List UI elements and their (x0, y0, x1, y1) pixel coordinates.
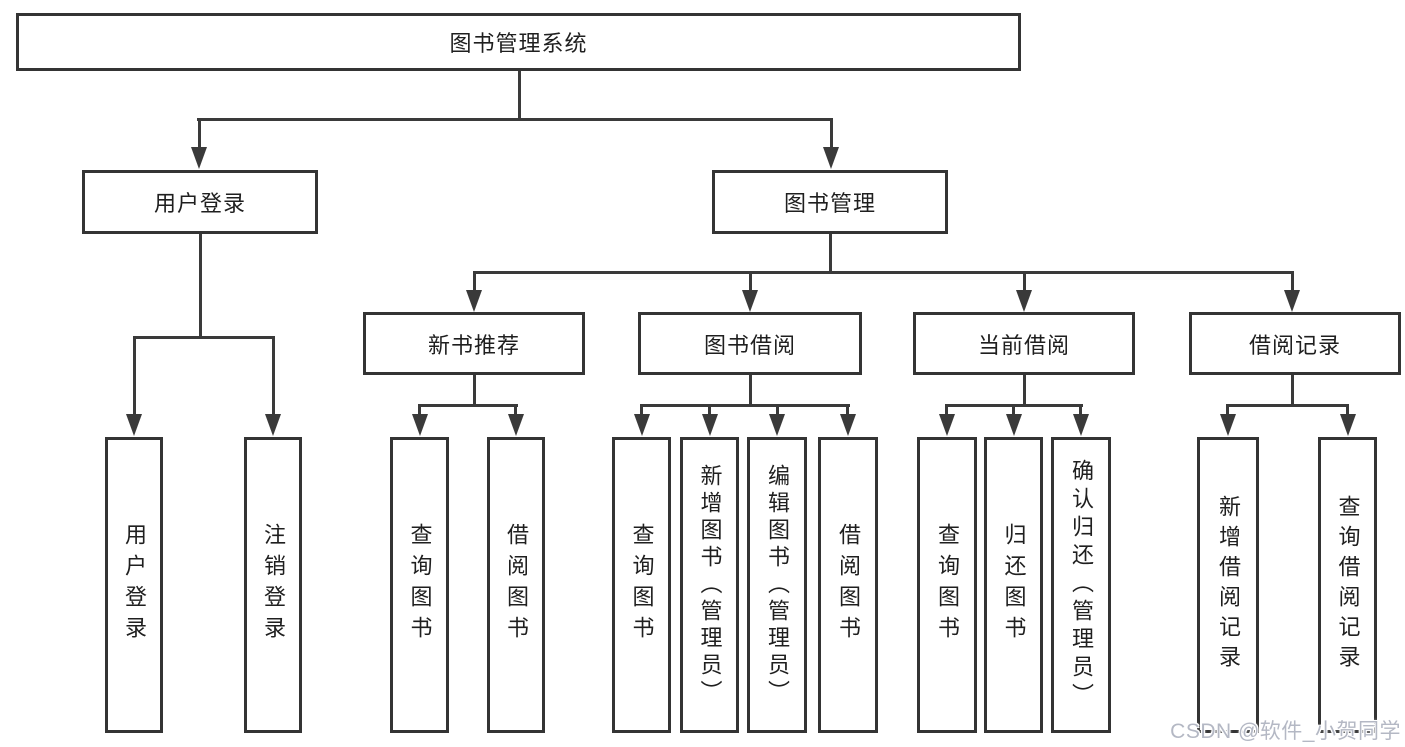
arrowhead-icon (823, 147, 839, 169)
connector-drop-leaf (945, 404, 948, 417)
arrowhead-icon (191, 147, 207, 169)
connector-drop-leaf (418, 404, 421, 417)
leaf-borrow-books: 借阅图书 (818, 437, 878, 733)
node-user-login: 用户登录 (82, 170, 318, 234)
node-book-management: 图书管理 (712, 170, 948, 234)
arrowhead-icon (265, 414, 281, 436)
arrowhead-icon (1016, 290, 1032, 312)
connector-current-stem (1023, 373, 1026, 407)
connector-drop-leaf (514, 404, 517, 417)
node-library-management-system: 图书管理系统 (16, 13, 1021, 71)
arrowhead-icon (412, 414, 428, 436)
leaf-confirm-return-admin: 确认归还（管理员） (1051, 437, 1111, 733)
connector-drop-leaf (846, 404, 849, 417)
leaf-logout: 注销登录 (244, 437, 302, 733)
connector-drop-leaf (708, 404, 711, 417)
connector-drop-leaf (1012, 404, 1015, 417)
arrowhead-icon (1006, 414, 1022, 436)
arrowhead-icon (939, 414, 955, 436)
arrowhead-icon (1073, 414, 1089, 436)
arrowhead-icon (466, 290, 482, 312)
arrowhead-icon (508, 414, 524, 436)
connector-drop-leaf (272, 336, 275, 416)
arrowhead-icon (126, 414, 142, 436)
connector-drop-leaf (640, 404, 643, 417)
connector-drop-user-login (198, 118, 201, 150)
arrowhead-icon (634, 414, 650, 436)
connector-drop-book-mgmt (830, 118, 833, 150)
connector-drop-leaf (1346, 404, 1349, 417)
arrowhead-icon (742, 290, 758, 312)
connector-user-login-stem (199, 233, 202, 339)
node-current-borrow: 当前借阅 (913, 312, 1135, 375)
connector-drop-level3 (749, 271, 752, 292)
connector-drop-level3 (1023, 271, 1026, 292)
leaf-borrow-books: 借阅图书 (487, 437, 545, 733)
node-borrow-record: 借阅记录 (1189, 312, 1401, 375)
connector-drop-leaf (776, 404, 779, 417)
connector-drop-level3 (1291, 271, 1294, 292)
leaf-query-books: 查询图书 (612, 437, 671, 733)
connector-newbook-split (418, 404, 518, 407)
connector-drop-leaf (1226, 404, 1229, 417)
arrowhead-icon (840, 414, 856, 436)
arrowhead-icon (1220, 414, 1236, 436)
arrowhead-icon (702, 414, 718, 436)
arrowhead-icon (769, 414, 785, 436)
watermark-text: CSDN @软件_小贺同学 (1170, 720, 1401, 743)
connector-root-split (197, 118, 833, 121)
node-new-book-recommend: 新书推荐 (363, 312, 585, 375)
connector-newbook-stem (473, 373, 476, 407)
leaf-user-login: 用户登录 (105, 437, 163, 733)
leaf-return-books: 归还图书 (984, 437, 1043, 733)
leaf-query-borrow-record: 查询借阅记录 (1318, 437, 1377, 733)
connector-record-split (1226, 404, 1349, 407)
connector-borrow-stem (749, 373, 752, 407)
connector-borrow-split (640, 404, 850, 407)
leaf-query-books: 查询图书 (917, 437, 977, 733)
connector-record-stem (1291, 373, 1294, 407)
leaf-edit-books-admin: 编辑图书（管理员） (747, 437, 807, 733)
connector-drop-leaf (133, 336, 136, 416)
arrowhead-icon (1340, 414, 1356, 436)
arrowhead-icon (1284, 290, 1300, 312)
leaf-add-books-admin: 新增图书（管理员） (680, 437, 739, 733)
connector-book-mgmt-split (473, 271, 1293, 274)
connector-drop-leaf (1079, 404, 1082, 417)
leaf-add-borrow-record: 新增借阅记录 (1197, 437, 1259, 733)
connector-drop-level3 (473, 271, 476, 292)
connector-user-login-split (133, 336, 275, 339)
leaf-query-books: 查询图书 (390, 437, 449, 733)
node-book-borrow: 图书借阅 (638, 312, 862, 375)
connector-root-stem (518, 69, 521, 120)
connector-book-mgmt-stem (829, 233, 832, 274)
